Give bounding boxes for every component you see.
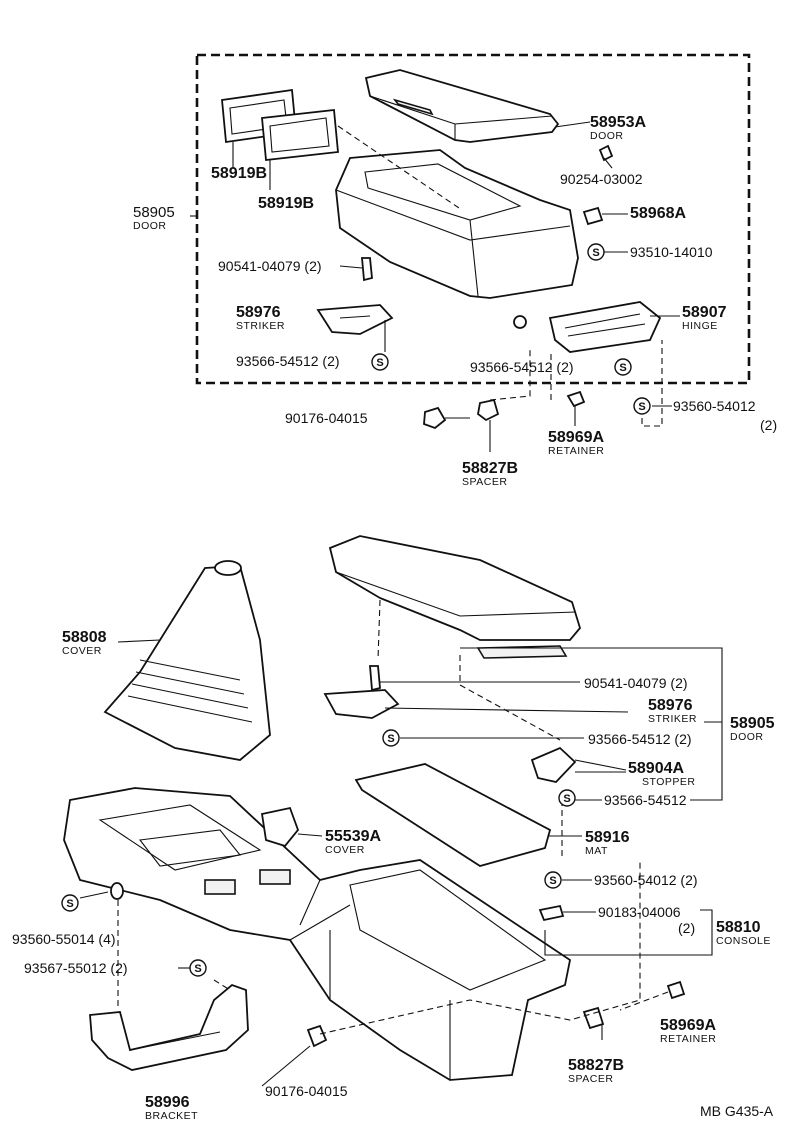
screw-symbol: S xyxy=(544,871,562,889)
label-58919B-a: 58919B xyxy=(211,165,267,182)
label-58976-bottom: 58976 xyxy=(648,697,693,714)
label-93510-14010: 93510-14010 xyxy=(630,244,713,260)
bolt-90541-top xyxy=(361,257,373,282)
nut-90176-top xyxy=(423,406,447,430)
screw-symbol: S xyxy=(633,397,651,415)
label-90176-04015-bottom: 90176-04015 xyxy=(265,1083,348,1099)
svg-text:S: S xyxy=(194,963,201,975)
door-body-58905 xyxy=(335,149,579,299)
retainer-58969A-top xyxy=(566,390,586,408)
stopper-58904A xyxy=(530,746,577,783)
label-93560-54012-top: 93560-54012 xyxy=(673,398,756,414)
mat-58916 xyxy=(354,763,552,867)
svg-text:S: S xyxy=(549,875,556,887)
label-93566-54512-top-left: 93566-54512 (2) xyxy=(236,353,340,369)
label-58968A: 58968A xyxy=(630,205,686,222)
door-lid-58953A xyxy=(364,69,560,143)
label-90541-04079-top: 90541-04079 (2) xyxy=(218,258,322,274)
label-55539A: 55539A xyxy=(325,828,381,845)
striker-58976-bottom xyxy=(323,665,400,719)
screw-symbol: S xyxy=(587,243,605,261)
label-55539A-name: COVER xyxy=(325,844,365,856)
grommet xyxy=(110,882,124,900)
label-58905-bottom-name: DOOR xyxy=(730,731,764,743)
label-58976-top: 58976 xyxy=(236,304,281,321)
label-58969A-bottom-name: RETAINER xyxy=(660,1033,716,1045)
bracket-58996 xyxy=(89,983,249,1071)
screw-symbol: S xyxy=(189,959,207,977)
spacer-58827B-bottom xyxy=(582,1006,605,1030)
screw-symbol: S xyxy=(61,894,79,912)
clip-58968A xyxy=(582,206,604,226)
label-58827B-bottom: 58827B xyxy=(568,1057,624,1074)
label-58996-name: BRACKET xyxy=(145,1110,198,1122)
label-90541-04079-bottom: 90541-04079 (2) xyxy=(584,675,688,691)
label-90183-04006: 90183-04006 xyxy=(598,904,681,920)
screw-symbol: S xyxy=(614,358,632,376)
label-58904A-name: STOPPER xyxy=(642,776,696,788)
pad-58919B-b xyxy=(261,109,339,161)
svg-text:S: S xyxy=(638,401,645,413)
label-93566-54512-bottom-a: 93566-54512 (2) xyxy=(588,731,692,747)
label-93560-54012-top-qty: (2) xyxy=(760,417,777,433)
svg-text:S: S xyxy=(563,793,570,805)
cover-55539A xyxy=(260,806,300,848)
label-58810-name: CONSOLE xyxy=(716,935,771,947)
svg-text:S: S xyxy=(66,898,73,910)
label-58904A: 58904A xyxy=(628,760,684,777)
label-58919B-b: 58919B xyxy=(258,195,314,212)
label-93567-55012: 93567-55012 (2) xyxy=(24,960,128,976)
svg-text:S: S xyxy=(619,362,626,374)
label-58905-top: 58905 xyxy=(133,204,175,221)
retainer-58969A-bottom xyxy=(666,980,686,1000)
label-58907: 58907 xyxy=(682,304,727,321)
nut-90176-bottom xyxy=(306,1024,328,1048)
label-58953A-name: DOOR xyxy=(590,130,624,142)
label-58827B-top: 58827B xyxy=(462,460,518,477)
console-lid-58905 xyxy=(328,535,582,659)
clip-90254-03002 xyxy=(598,144,614,162)
label-90176-04015-top: 90176-04015 xyxy=(285,410,368,426)
shift-boot-58808 xyxy=(103,560,271,761)
label-58976-top-name: STRIKER xyxy=(236,320,285,332)
screw-symbol: S xyxy=(558,789,576,807)
label-58976-bottom-name: STRIKER xyxy=(648,713,697,725)
console-body-58810 xyxy=(63,787,572,1081)
label-90183-04006-qty: (2) xyxy=(678,920,695,936)
svg-text:S: S xyxy=(376,357,383,369)
screw-symbol: S xyxy=(382,729,400,747)
svg-text:S: S xyxy=(592,247,599,259)
label-93566-54512-bottom-b: 93566-54512 xyxy=(604,792,687,808)
label-93566-54512-top-right: 93566-54512 (2) xyxy=(470,359,574,375)
striker-58976-top xyxy=(316,304,394,335)
label-90254-03002: 90254-03002 xyxy=(560,171,643,187)
label-58916-name: MAT xyxy=(585,845,608,857)
label-58953A: 58953A xyxy=(590,114,646,131)
label-93560-54012-bottom: 93560-54012 (2) xyxy=(594,872,698,888)
spacer-58827B-top xyxy=(477,398,500,422)
door-assembly-frame xyxy=(195,53,751,385)
footer-figure-code: MB G435-A xyxy=(700,1103,774,1119)
label-58808-name: COVER xyxy=(62,645,102,657)
label-58969A-top-name: RETAINER xyxy=(548,445,604,457)
label-58810: 58810 xyxy=(716,919,761,936)
label-58808: 58808 xyxy=(62,629,107,646)
label-58905-top-name: DOOR xyxy=(133,220,167,232)
label-58969A-bottom: 58969A xyxy=(660,1017,716,1034)
label-58907-name: HINGE xyxy=(682,320,718,332)
label-58916: 58916 xyxy=(585,829,630,846)
label-58996: 58996 xyxy=(145,1094,190,1111)
hinge-58907 xyxy=(513,301,662,353)
label-58827B-top-name: SPACER xyxy=(462,476,507,488)
label-58827B-bottom-name: SPACER xyxy=(568,1073,613,1085)
svg-text:S: S xyxy=(387,733,394,745)
label-58969A-top: 58969A xyxy=(548,429,604,446)
label-93560-55014: 93560-55014 (4) xyxy=(12,931,116,947)
screw-symbol: S xyxy=(371,353,389,371)
clip-90183-04006 xyxy=(538,904,565,922)
label-58905-bottom: 58905 xyxy=(730,715,775,732)
